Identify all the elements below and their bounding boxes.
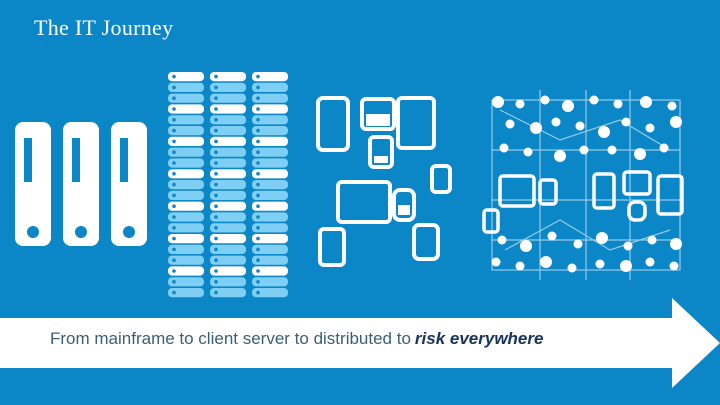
journey-caption: From mainframe to client server to distr… bbox=[50, 329, 543, 349]
caption-text: From mainframe to client server to distr… bbox=[50, 329, 411, 348]
caption-highlight: risk everywhere bbox=[415, 329, 544, 348]
